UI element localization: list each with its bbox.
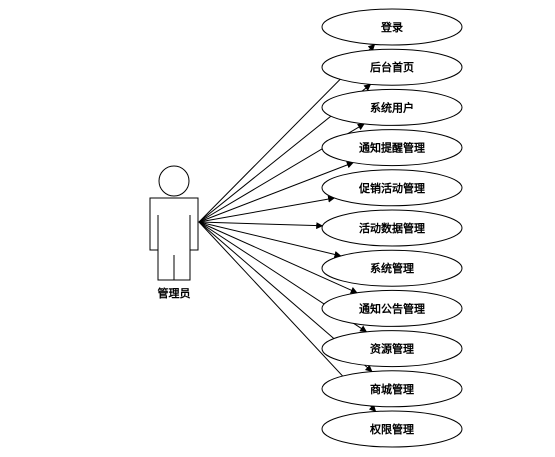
use-case-ellipse (321, 209, 463, 247)
association-line (198, 221, 358, 294)
actor-figure: 管理员 (149, 165, 199, 300)
association-line (198, 221, 324, 230)
use-case: 系统用户 (321, 88, 463, 126)
use-case-ellipse (321, 129, 463, 167)
use-case-ellipse (321, 370, 463, 408)
use-case: 权限管理 (321, 410, 463, 448)
use-case-label: 资源管理 (370, 342, 414, 356)
use-case-label: 登录 (380, 20, 403, 34)
use-case: 通知提醒管理 (321, 129, 463, 167)
use-case-ellipse (321, 48, 463, 86)
use-case-label: 系统用户 (370, 100, 414, 114)
use-case-ellipse (321, 8, 463, 46)
use-case-list: 登录后台首页系统用户通知提醒管理促销活动管理活动数据管理系统管理通知公告管理资源… (321, 8, 463, 448)
use-case-label: 系统管理 (370, 261, 414, 275)
use-case: 商城管理 (321, 370, 463, 408)
use-case: 促销活动管理 (321, 169, 463, 207)
use-case: 系统管理 (321, 249, 463, 287)
use-case-label: 权限管理 (369, 422, 414, 436)
use-case-ellipse (321, 330, 463, 368)
actor-head (158, 165, 190, 197)
use-case-label: 通知公告管理 (359, 301, 425, 315)
use-case: 活动数据管理 (321, 209, 463, 247)
use-case-label: 活动数据管理 (359, 221, 425, 235)
use-case-ellipse (321, 169, 463, 207)
association-line (198, 221, 342, 258)
use-case-label: 促销活动管理 (358, 181, 425, 195)
association-line (198, 161, 354, 223)
actor-body (149, 197, 199, 281)
use-case: 通知公告管理 (321, 289, 463, 327)
use-case: 登录 (321, 8, 463, 46)
use-case-label: 通知提醒管理 (359, 141, 425, 155)
use-case-ellipse (321, 410, 463, 448)
use-case: 后台首页 (321, 48, 463, 86)
use-case-ellipse (321, 88, 463, 126)
actor-label: 管理员 (158, 286, 191, 300)
use-case-ellipse (321, 289, 463, 327)
use-case-ellipse (321, 249, 463, 287)
use-case: 资源管理 (321, 330, 463, 368)
use-case-label: 商城管理 (370, 382, 414, 396)
association-line (198, 195, 336, 223)
use-case-label: 后台首页 (370, 60, 414, 74)
